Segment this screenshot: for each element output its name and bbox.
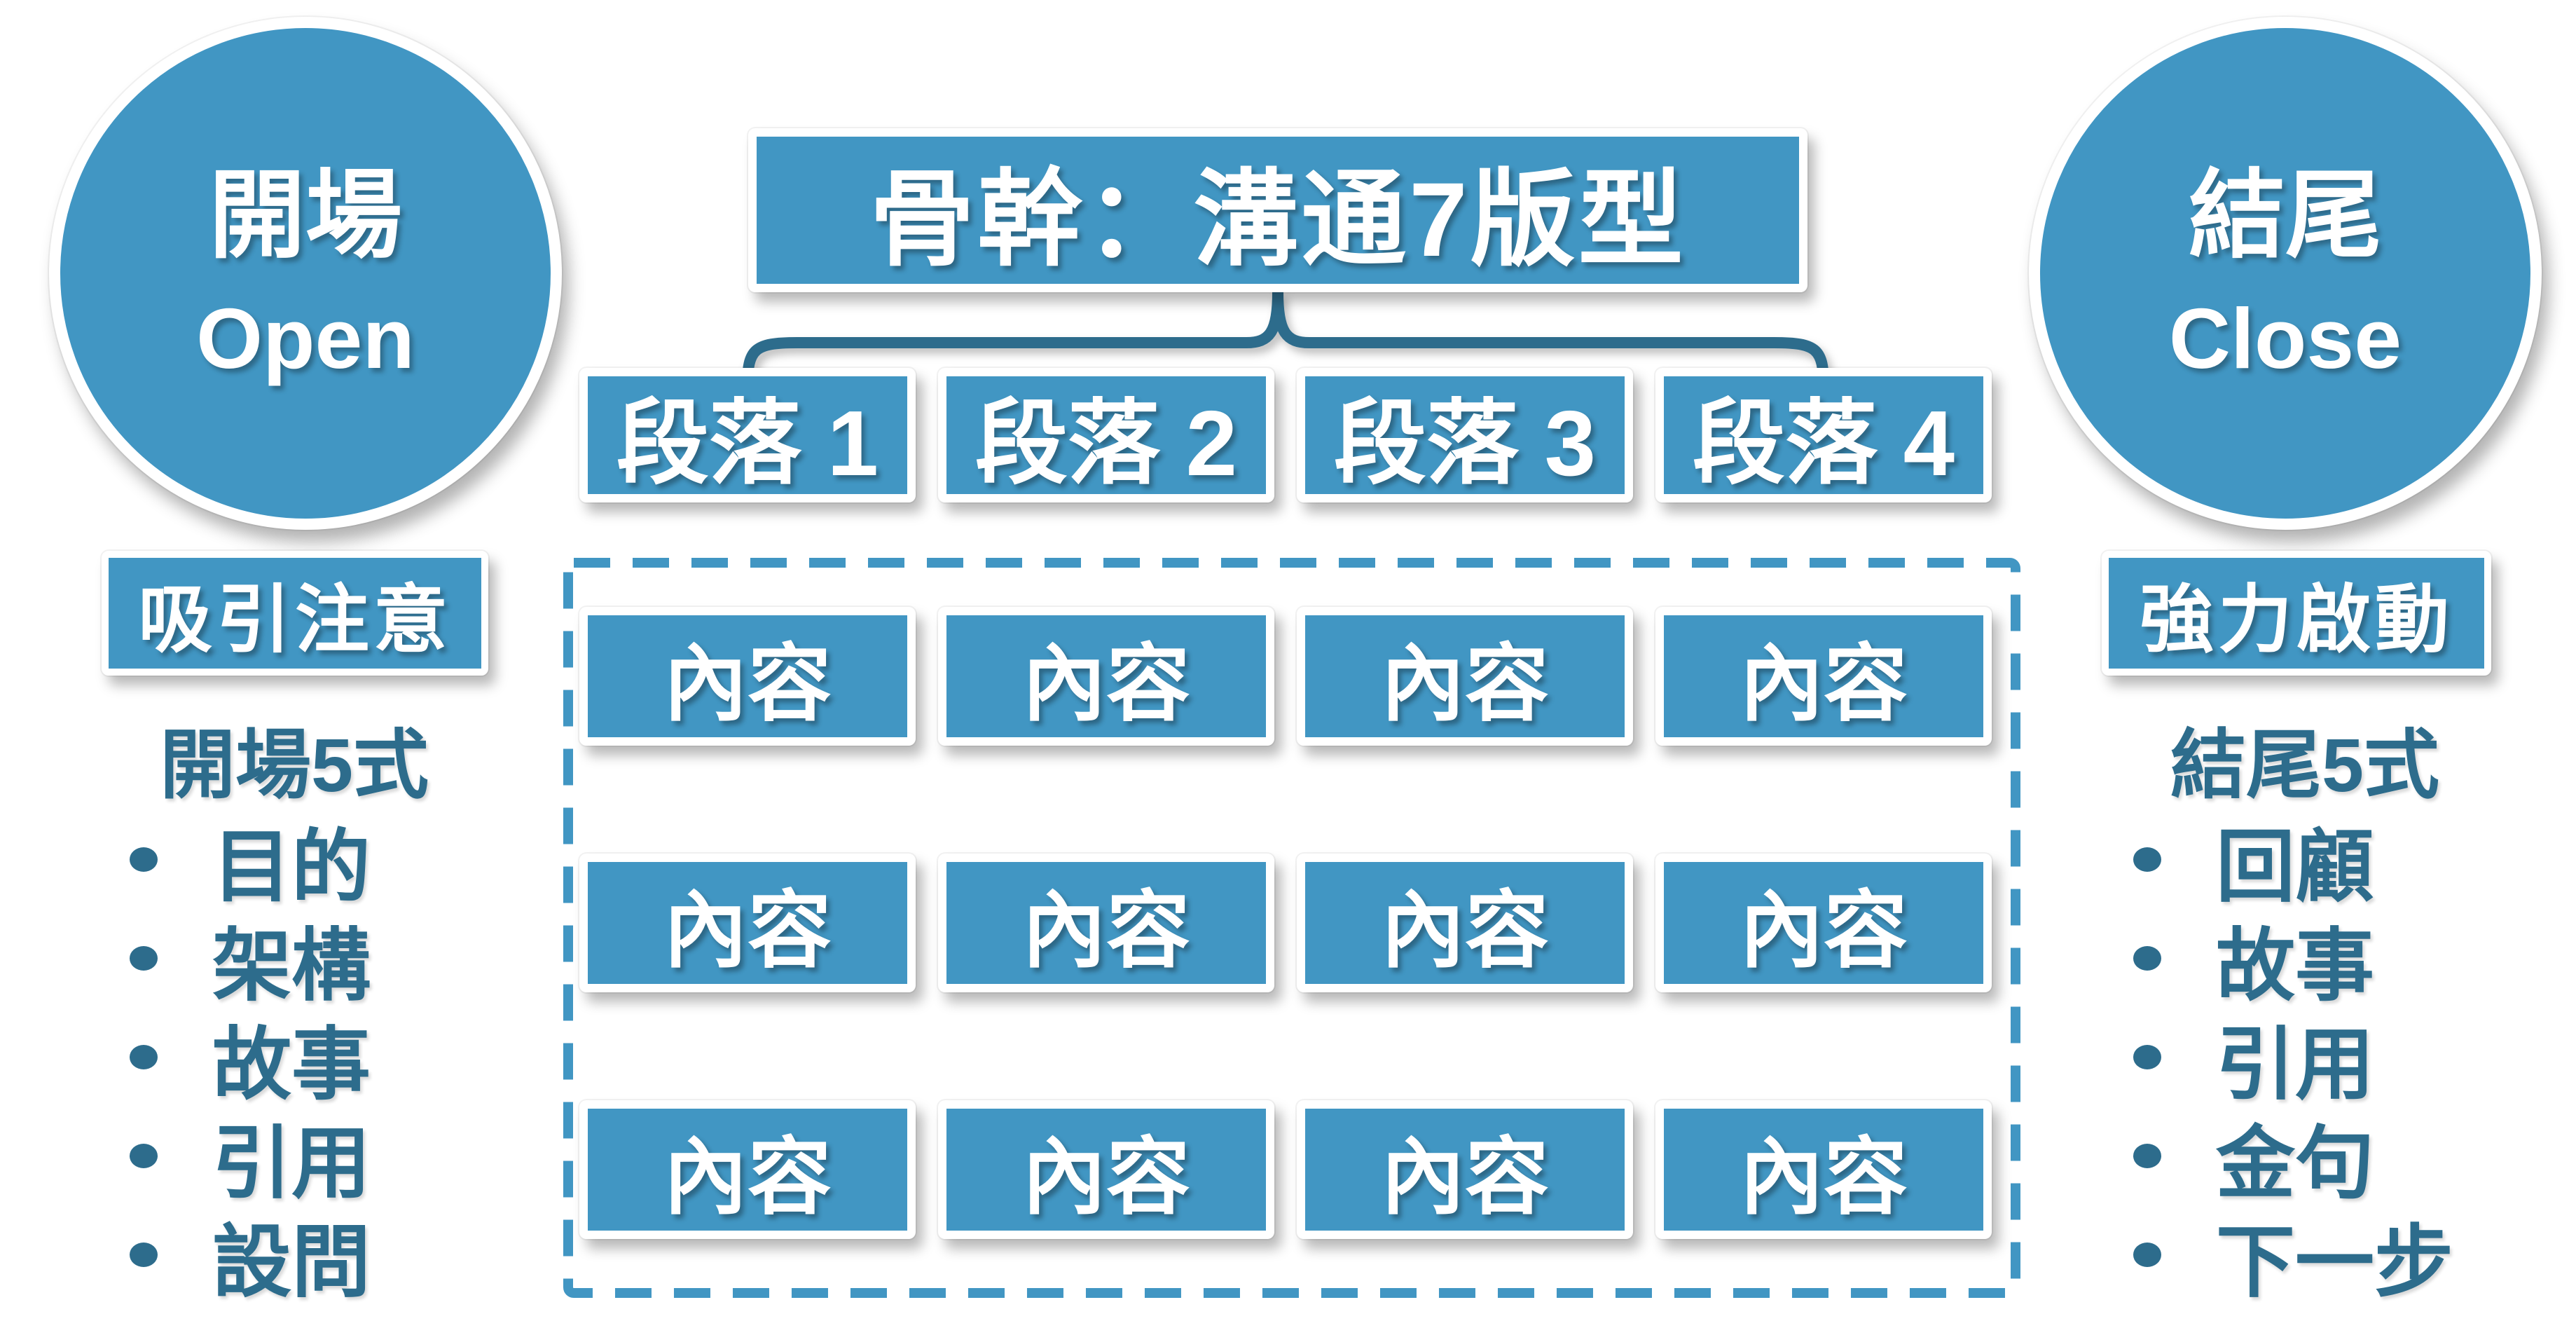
close-bullet-list: 回顧 故事 引用 金句 下一步 — [2102, 810, 2564, 1306]
list-item: 故事 — [2102, 909, 2564, 1010]
list-item: 回顧 — [2102, 810, 2564, 911]
backbone-banner: 骨幹：溝通7版型 — [748, 128, 1807, 292]
content-box: 內容 — [1297, 607, 1633, 746]
list-item: 引用 — [98, 1107, 546, 1207]
list-item: 金句 — [2102, 1107, 2564, 1207]
open-circle: 開場 Open — [49, 17, 562, 530]
content-box: 內容 — [1655, 854, 1992, 992]
list-item: 引用 — [2102, 1008, 2564, 1109]
close-badge: 強力啟動 — [2102, 551, 2491, 676]
content-box: 內容 — [1655, 607, 1992, 746]
section-box-3: 段落 3 — [1297, 368, 1633, 502]
close-circle-title: 結尾 — [2188, 161, 2382, 270]
open-circle-subtitle: Open — [196, 290, 415, 386]
open-badge: 吸引注意 — [102, 551, 488, 676]
content-box: 內容 — [1297, 854, 1633, 992]
content-box: 內容 — [938, 854, 1274, 992]
open-bullet-list: 目的 架構 故事 引用 設問 — [98, 810, 546, 1306]
bullet-dot-icon — [130, 847, 158, 872]
bullet-dot-icon — [2133, 946, 2161, 971]
list-item-label: 下一步 — [2216, 1217, 2453, 1306]
content-box: 內容 — [579, 607, 916, 746]
section-box-4: 段落 4 — [1655, 368, 1992, 502]
content-grid: 內容 內容 內容 內容 內容 內容 內容 內容 內容 內容 內容 內容 — [579, 607, 1992, 1239]
content-box: 內容 — [1655, 1100, 1992, 1239]
list-item-label: 故事 — [2216, 921, 2374, 1010]
list-item-label: 引用 — [2216, 1020, 2374, 1109]
list-item: 下一步 — [2102, 1205, 2564, 1306]
content-box: 內容 — [938, 1100, 1274, 1239]
bullet-dot-icon — [2133, 1045, 2161, 1069]
list-item-label: 回顧 — [2216, 822, 2374, 911]
close-circle: 結尾 Close — [2029, 17, 2542, 530]
content-box: 內容 — [579, 854, 916, 992]
close-list-title: 結尾5式 — [2170, 723, 2440, 807]
bullet-dot-icon — [130, 946, 158, 971]
open-badge-label: 吸引注意 — [138, 579, 452, 662]
list-item-label: 架構 — [212, 921, 371, 1010]
bullet-dot-icon — [2133, 847, 2161, 872]
section-box-2: 段落 2 — [938, 368, 1274, 502]
content-box: 內容 — [1297, 1100, 1633, 1239]
list-item: 設問 — [98, 1205, 546, 1306]
list-item-label: 金句 — [2216, 1118, 2374, 1207]
open-list-title: 開場5式 — [159, 723, 429, 807]
content-box: 內容 — [938, 607, 1274, 746]
content-box: 內容 — [579, 1100, 916, 1239]
section-box-1: 段落 1 — [579, 368, 916, 502]
list-item-label: 引用 — [212, 1118, 371, 1207]
bullet-dot-icon — [130, 1045, 158, 1069]
backbone-banner-title: 骨幹：溝通7版型 — [869, 160, 1686, 278]
close-badge-label: 強力啟動 — [2140, 579, 2453, 662]
list-item: 架構 — [98, 909, 546, 1010]
bullet-dot-icon — [2133, 1243, 2161, 1267]
list-item-label: 故事 — [212, 1020, 371, 1109]
list-item: 故事 — [98, 1008, 546, 1109]
list-item-label: 設問 — [212, 1217, 371, 1306]
list-item-label: 目的 — [212, 822, 371, 911]
section-row: 段落 1 段落 2 段落 3 段落 4 — [579, 368, 1992, 502]
bullet-dot-icon — [130, 1243, 158, 1267]
open-circle-title: 開場 — [208, 161, 402, 270]
bullet-dot-icon — [2133, 1144, 2161, 1168]
bullet-dot-icon — [130, 1144, 158, 1168]
list-item: 目的 — [98, 810, 546, 911]
close-circle-subtitle: Close — [2168, 290, 2402, 386]
